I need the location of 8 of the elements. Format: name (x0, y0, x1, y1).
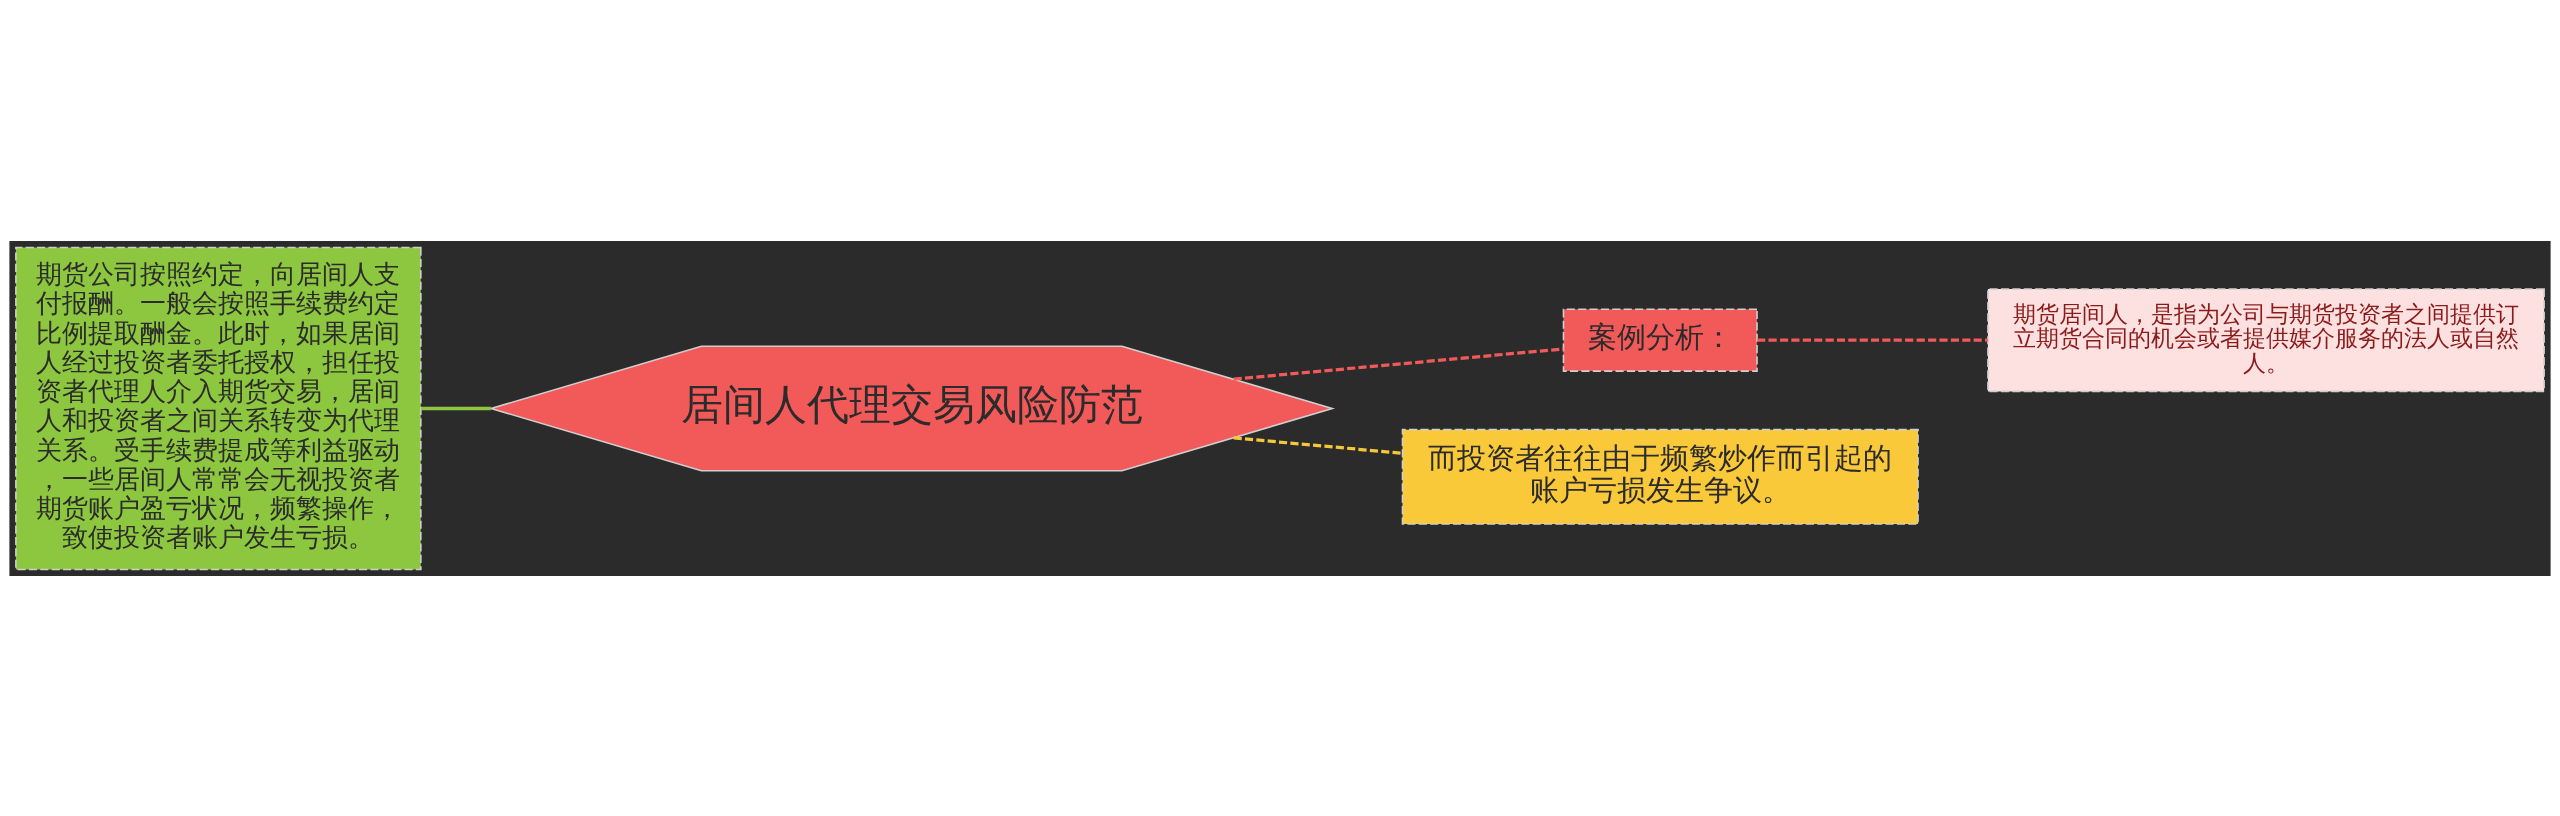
node-box: 期货居间人，是指为公司与期货投资者之间提供订立期货合同的机会或者提供媒介服务的法人或自然人。 (1987, 287, 2545, 392)
node-box: 案例分析： (1562, 308, 1758, 372)
connector (1233, 435, 1403, 455)
connector (420, 406, 491, 410)
node-box: 而投资者往往由于频繁炒作而引起的账户亏损发生争议。 (1401, 428, 1919, 525)
connector (1233, 346, 1564, 381)
node-box: 期货公司按照约定，向居间人支付报酬。一般会按照手续费约定比例提取酬金。此时，如果居间人经过投资者委托授权，担任投资者代理人介入期货交易，居间人和投资者之间关系转变为代理关系。受手续费提成等利益驱动，一些居间人常常会无视投资者期货账户盈亏状况，频繁操作，致使投资者账户发生亏损。 (15, 246, 422, 570)
connector (1757, 338, 1988, 342)
